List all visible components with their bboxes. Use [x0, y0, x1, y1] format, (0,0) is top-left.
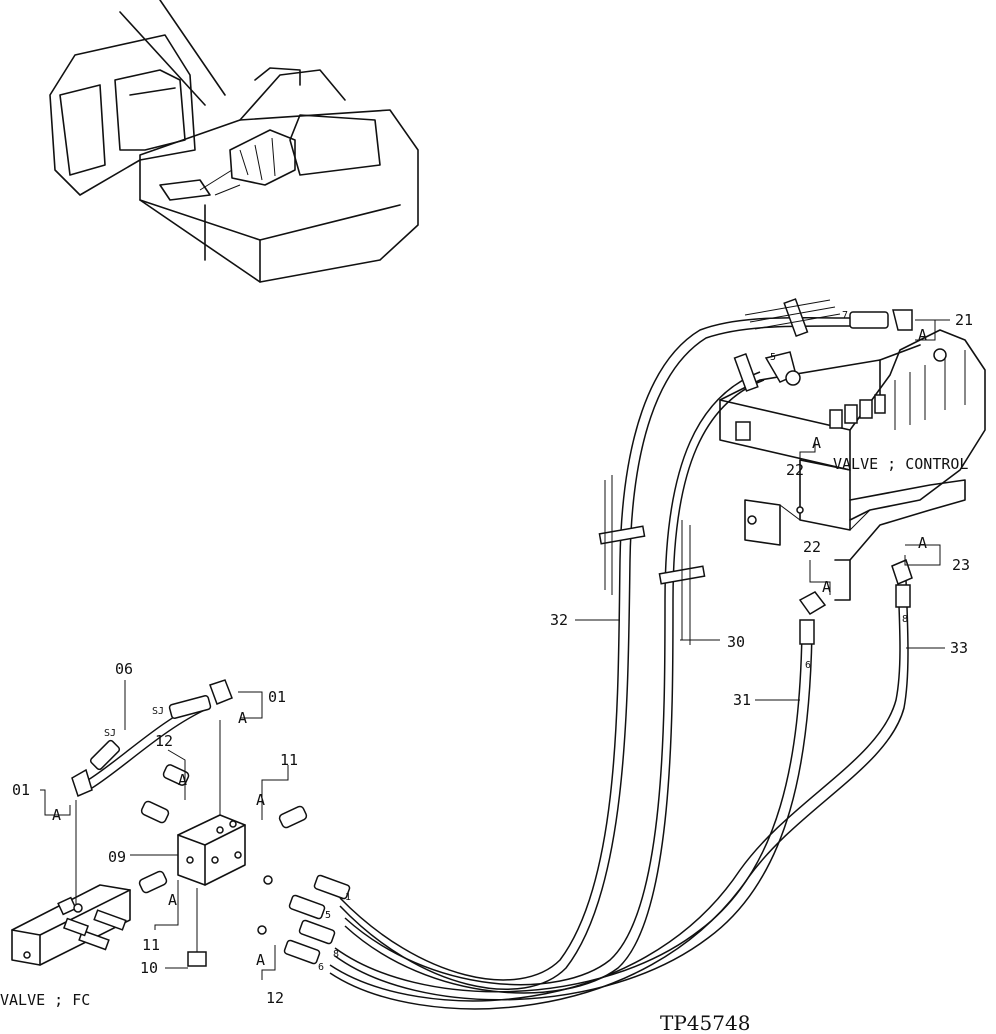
hose-number: 6 — [805, 660, 811, 671]
manifold-block — [177, 814, 246, 886]
detail-mark-a: A — [812, 434, 821, 452]
excavator-overview — [49, 0, 419, 283]
callout-11-left: 11 — [142, 936, 160, 954]
hose-number: 5 — [770, 352, 776, 363]
labels: VALVE ; FC VALVE ; CONTROL TP45748 01 01… — [0, 310, 973, 1034]
hose-number: 8 — [333, 949, 339, 960]
callout-31: 31 — [733, 691, 751, 709]
detail-mark-a: A — [256, 791, 265, 809]
callout-09: 09 — [108, 848, 126, 866]
callout-06: 06 — [115, 660, 133, 678]
hose-number: 7 — [842, 310, 848, 321]
hose-number: 1 — [345, 892, 351, 903]
callout-01-left: 01 — [12, 781, 30, 799]
detail-mark-a: A — [918, 534, 927, 552]
control-valve — [719, 329, 986, 601]
detail-mark-a: A — [168, 891, 177, 909]
callout-12-top: 12 — [155, 732, 173, 750]
callout-12-bottom: 12 — [266, 989, 284, 1007]
callout-23: 23 — [952, 556, 970, 574]
detail-mark-a: A — [256, 951, 265, 969]
detail-mark-a: A — [52, 806, 61, 824]
callout-33: 33 — [950, 639, 968, 657]
leader-lines — [40, 319, 950, 980]
hose-bundle — [87, 298, 909, 1010]
valve-fc-label: VALVE ; FC — [0, 991, 90, 1009]
sj-mark: SJ — [152, 706, 164, 717]
valve-control-label: VALVE ; CONTROL — [833, 455, 968, 473]
callout-11-right: 11 — [280, 751, 298, 769]
hose-number: 6 — [318, 962, 324, 973]
detail-mark-a: A — [238, 709, 247, 727]
callout-22-lower: 22 — [803, 538, 821, 556]
callout-21: 21 — [955, 311, 973, 329]
drawing-number: TP45748 — [660, 1011, 750, 1034]
hose-number: 5 — [325, 910, 331, 921]
fc-valve — [11, 884, 131, 966]
callout-01-top: 01 — [268, 688, 286, 706]
detail-mark-a: A — [178, 771, 187, 789]
sj-mark: SJ — [104, 728, 116, 739]
fittings — [71, 309, 913, 967]
callout-30: 30 — [727, 633, 745, 651]
hose-number: 8 — [902, 614, 908, 625]
detail-mark-a: A — [822, 578, 831, 596]
callout-22-upper: 22 — [786, 461, 804, 479]
detail-mark-a: A — [918, 326, 927, 344]
callout-10: 10 — [140, 959, 158, 977]
callout-32: 32 — [550, 611, 568, 629]
